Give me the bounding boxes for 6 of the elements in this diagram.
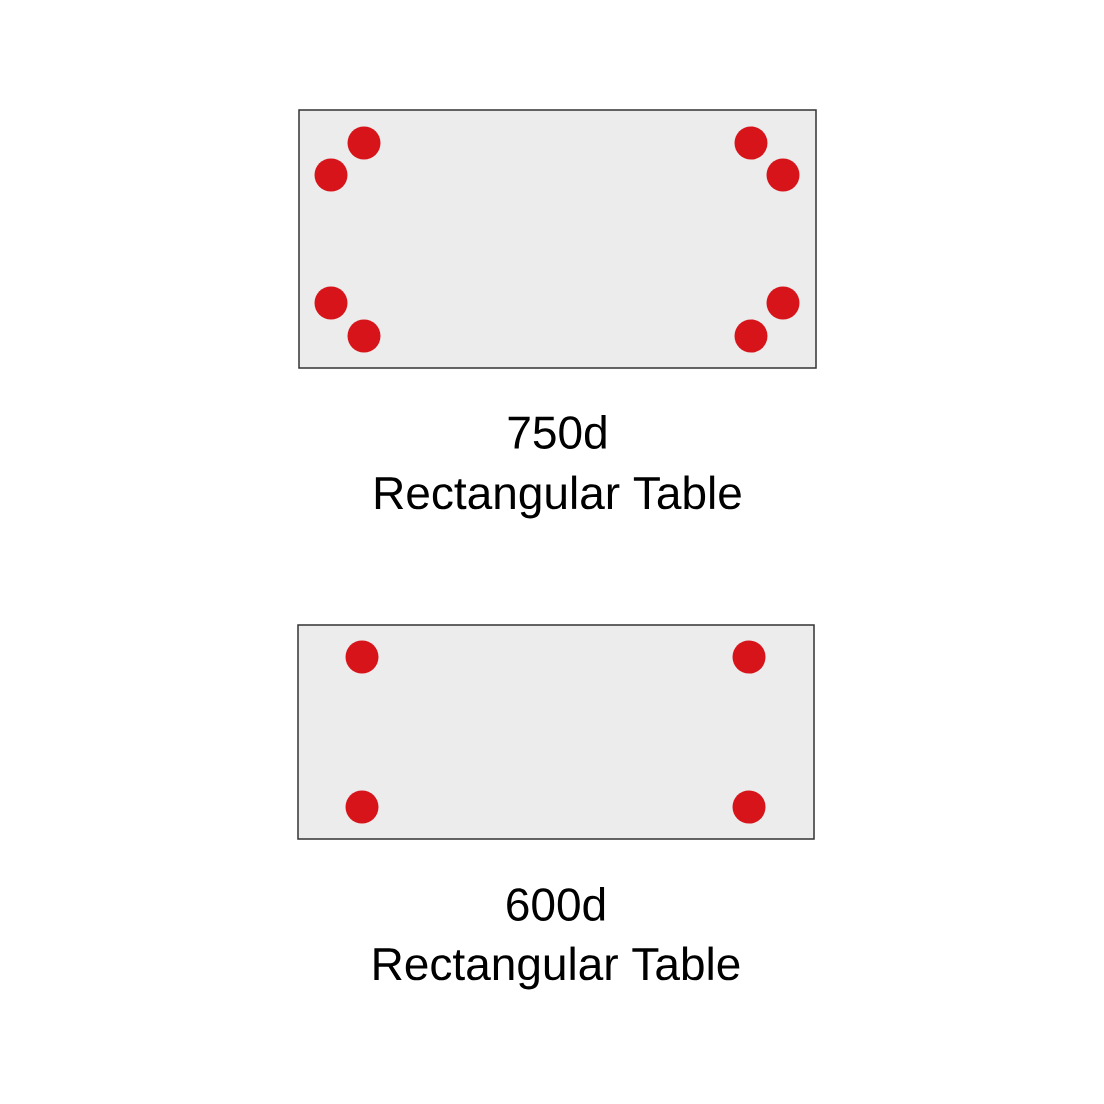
- node-label: 750d: [508, 415, 606, 449]
- node-label: Rectangular Table: [375, 475, 741, 519]
- table-outline: [297, 624, 815, 840]
- node-label: Rectangular Table: [374, 946, 740, 990]
- table-outline: [298, 109, 817, 369]
- node-label: 600d: [507, 887, 605, 921]
